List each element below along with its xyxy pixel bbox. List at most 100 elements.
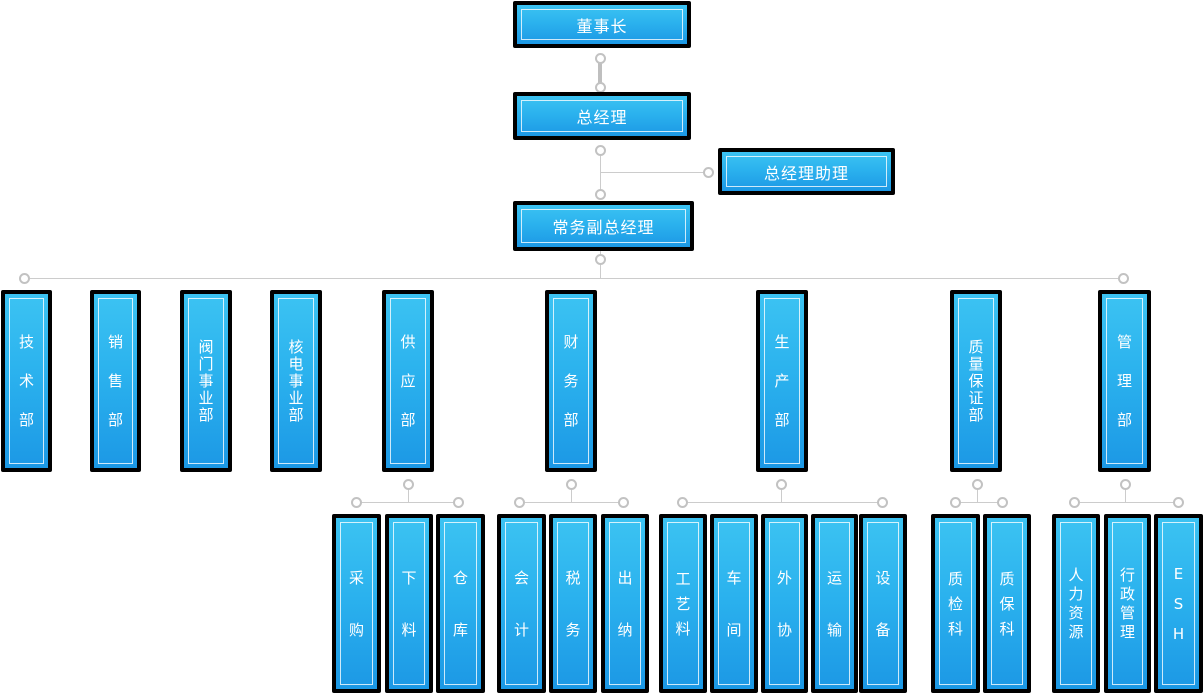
org-node-label: 质保科 (999, 569, 1015, 638)
org-node-purchasing[interactable]: 采购 (332, 514, 381, 693)
org-node-label: 供应部 (400, 333, 416, 429)
connector-endpoint-circle (403, 479, 414, 490)
org-node-fill: 技术部 (5, 294, 48, 468)
org-node-label: 人力资源 (1068, 565, 1084, 642)
org-node-fill: 设备 (863, 518, 903, 689)
org-node-quality-assurance-section[interactable]: 质保科 (983, 514, 1031, 693)
org-node-fill: 管理部 (1102, 294, 1147, 468)
org-node-equipment[interactable]: 设备 (859, 514, 907, 693)
org-node-label: 行政管理 (1119, 565, 1135, 642)
org-node-chairman[interactable]: 董事长 (513, 1, 691, 48)
org-node-fill: 出纳 (605, 518, 645, 689)
org-node-fill: 人力资源 (1056, 518, 1096, 689)
org-node-outsourcing[interactable]: 外协 (761, 514, 808, 693)
org-node-label: 质量保证部 (968, 338, 984, 424)
org-node-fill: 核电事业部 (274, 294, 318, 468)
org-node-label: 外协 (776, 568, 792, 639)
connector-endpoint-circle (351, 497, 362, 508)
org-node-administration[interactable]: 行政管理 (1104, 514, 1151, 693)
org-node-label: 阀门事业部 (198, 338, 214, 424)
connector-line (955, 502, 1002, 503)
connector-endpoint-circle (1173, 497, 1184, 508)
org-node-cashier[interactable]: 出纳 (601, 514, 649, 693)
connector-endpoint-circle (19, 273, 30, 284)
org-node-fill: 外协 (765, 518, 804, 689)
org-node-fill: 工艺料 (663, 518, 703, 689)
org-node-label: 销售部 (107, 333, 123, 429)
connector-line (977, 484, 978, 502)
org-node-label: 仓库 (452, 568, 468, 639)
connector-line (408, 484, 409, 502)
connector-thick-line (598, 58, 602, 87)
org-node-tax[interactable]: 税务 (549, 514, 597, 693)
org-node-general-manager[interactable]: 总经理 (513, 92, 691, 140)
org-node-fill: 质量保证部 (954, 294, 998, 468)
org-node-finance-dept[interactable]: 财务部 (545, 290, 597, 472)
org-node-label: 会计 (513, 568, 529, 639)
connector-line (1074, 502, 1178, 503)
org-node-warehouse[interactable]: 仓库 (436, 514, 485, 693)
org-node-label: 下料 (401, 568, 417, 639)
org-node-fill: 总经理助理 (722, 152, 891, 191)
org-node-nuclear-business-dept[interactable]: 核电事业部 (270, 290, 322, 472)
org-node-process-material[interactable]: 工艺料 (659, 514, 707, 693)
org-node-fill: 质保科 (987, 518, 1027, 689)
org-node-label: 工艺料 (675, 569, 691, 638)
org-node-accounting[interactable]: 会计 (497, 514, 546, 693)
org-node-valve-business-dept[interactable]: 阀门事业部 (180, 290, 232, 472)
org-node-label: 财务部 (563, 333, 579, 429)
org-node-production-dept[interactable]: 生产部 (756, 290, 808, 472)
org-node-gm-assistant[interactable]: 总经理助理 (718, 148, 895, 195)
connector-endpoint-circle (877, 497, 888, 508)
org-node-label: 董事长 (576, 16, 628, 36)
connector-endpoint-circle (703, 167, 714, 178)
org-node-label: 生产部 (774, 333, 790, 429)
org-node-fill: 财务部 (549, 294, 593, 468)
org-node-label: 总经理助理 (763, 163, 849, 183)
org-node-fill: 仓库 (440, 518, 481, 689)
org-node-fill: 常务副总经理 (517, 205, 690, 247)
connector-endpoint-circle (453, 497, 464, 508)
connector-endpoint-circle (1118, 273, 1129, 284)
org-node-fill: 销售部 (94, 294, 137, 468)
connector-line (781, 484, 782, 502)
connector-endpoint-circle (1120, 479, 1131, 490)
org-node-tech-dept[interactable]: 技术部 (1, 290, 52, 472)
org-node-label: 管理部 (1116, 333, 1132, 429)
connector-line (600, 148, 601, 194)
org-node-label: 核电事业部 (288, 338, 304, 424)
connector-endpoint-circle (677, 497, 688, 508)
org-node-fill: 总经理 (517, 96, 687, 136)
org-node-label: 技术部 (18, 333, 34, 429)
org-node-deputy-general-manager[interactable]: 常务副总经理 (513, 201, 694, 251)
org-node-fill: 车间 (714, 518, 754, 689)
org-node-fill: 行政管理 (1108, 518, 1147, 689)
connector-endpoint-circle (1069, 497, 1080, 508)
connector-line (600, 172, 706, 173)
org-node-management-dept[interactable]: 管理部 (1098, 290, 1151, 472)
connector-line (24, 278, 1123, 279)
org-node-material-cutting[interactable]: 下料 (385, 514, 433, 693)
connector-endpoint-circle (595, 53, 606, 64)
org-node-fill: 生产部 (760, 294, 804, 468)
org-node-label: 质检科 (947, 569, 963, 638)
org-node-label: 税务 (565, 568, 581, 639)
org-node-transportation[interactable]: 运输 (811, 514, 858, 693)
org-node-quality-assurance-dept[interactable]: 质量保证部 (950, 290, 1002, 472)
org-node-sales-dept[interactable]: 销售部 (90, 290, 141, 472)
connector-endpoint-circle (776, 479, 787, 490)
org-node-fill: 质检科 (935, 518, 976, 689)
org-node-label: 采购 (348, 568, 364, 639)
connector-line (1125, 484, 1126, 502)
org-node-fill: 税务 (553, 518, 593, 689)
org-node-quality-inspection-section[interactable]: 质检科 (931, 514, 980, 693)
org-node-human-resources[interactable]: 人力资源 (1052, 514, 1100, 693)
connector-endpoint-circle (595, 254, 606, 265)
org-node-workshop[interactable]: 车间 (710, 514, 758, 693)
org-node-supply-dept[interactable]: 供应部 (382, 290, 434, 472)
org-node-fill: 下料 (389, 518, 429, 689)
